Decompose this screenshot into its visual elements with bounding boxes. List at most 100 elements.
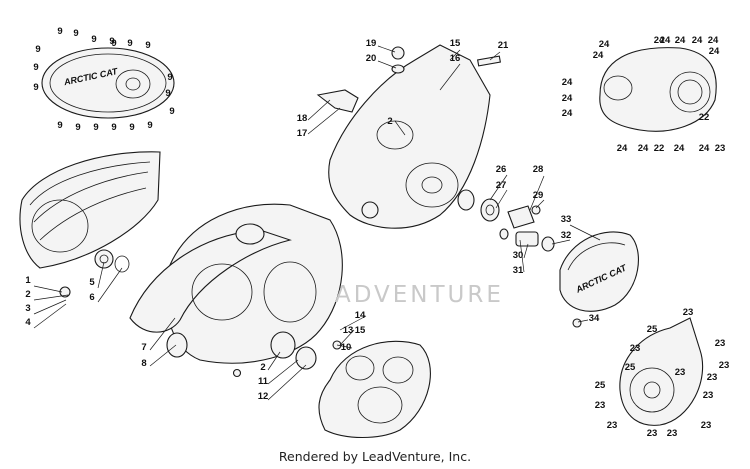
callout-1: 1 bbox=[25, 275, 31, 286]
callout-24: 24 bbox=[654, 35, 665, 46]
callout-9: 9 bbox=[167, 72, 172, 83]
callout-26: 26 bbox=[496, 164, 507, 175]
callout-23: 23 bbox=[715, 143, 726, 154]
callout-9: 9 bbox=[57, 120, 62, 131]
callout-9: 9 bbox=[33, 62, 38, 73]
callout-20: 20 bbox=[366, 53, 377, 64]
callout-23: 23 bbox=[683, 307, 694, 318]
leader-lines bbox=[33, 45, 601, 401]
callout-9: 9 bbox=[33, 82, 38, 93]
callout-29: 29 bbox=[533, 190, 544, 201]
callout-24: 24 bbox=[692, 35, 703, 46]
callout-9: 9 bbox=[93, 122, 98, 133]
callout-9: 9 bbox=[129, 122, 134, 133]
callout-15: 15 bbox=[355, 325, 366, 336]
callout-23: 23 bbox=[703, 390, 714, 401]
callout-12: 12 bbox=[258, 391, 269, 402]
callout-23: 23 bbox=[675, 367, 686, 378]
leader-line bbox=[449, 49, 461, 61]
leader-line bbox=[519, 239, 525, 273]
callout-16: 16 bbox=[450, 53, 461, 64]
callout-24: 24 bbox=[638, 143, 649, 154]
callout-9: 9 bbox=[145, 40, 150, 51]
leader-line bbox=[97, 261, 105, 289]
callout-9: 9 bbox=[147, 120, 152, 131]
leader-line bbox=[377, 45, 396, 53]
leader-line bbox=[495, 189, 508, 209]
callout-14: 14 bbox=[355, 310, 366, 321]
leader-line bbox=[33, 294, 69, 301]
stator-cover bbox=[619, 317, 704, 426]
leader-line bbox=[33, 299, 67, 315]
callout-23: 23 bbox=[647, 428, 658, 439]
callout-9: 9 bbox=[109, 36, 114, 47]
callout-31: 31 bbox=[513, 265, 524, 276]
bearing-stack bbox=[457, 189, 555, 252]
leader-line bbox=[33, 285, 63, 293]
leader-line bbox=[149, 317, 176, 351]
leader-line bbox=[267, 359, 299, 385]
leader-line bbox=[529, 175, 545, 211]
callout-24: 24 bbox=[675, 35, 686, 46]
callout-6: 6 bbox=[89, 292, 94, 303]
clutch-housing bbox=[129, 203, 343, 378]
callout-23: 23 bbox=[719, 360, 730, 371]
footer-credit: Rendered by LeadVenture, Inc. bbox=[278, 449, 472, 464]
watermark: ADVENTURE bbox=[0, 270, 750, 320]
callout-25: 25 bbox=[595, 380, 606, 391]
callout-2: 2 bbox=[260, 362, 265, 373]
callout-24: 24 bbox=[660, 35, 671, 46]
callout-27: 27 bbox=[496, 180, 507, 191]
callout-34: 34 bbox=[589, 313, 600, 324]
crankcase-cover bbox=[316, 44, 501, 229]
leader-line bbox=[551, 239, 571, 245]
callout-24: 24 bbox=[709, 46, 720, 57]
leader-line bbox=[149, 344, 177, 367]
callout-30: 30 bbox=[513, 250, 524, 261]
leader-line bbox=[439, 63, 461, 91]
callout-22: 22 bbox=[654, 143, 665, 154]
leader-line bbox=[307, 99, 331, 121]
callout-23: 23 bbox=[607, 420, 618, 431]
leader-line bbox=[535, 199, 545, 209]
callout-22: 22 bbox=[699, 112, 710, 123]
callout-24: 24 bbox=[562, 77, 573, 88]
clutch-outer-cover: ARCTIC CAT bbox=[41, 47, 175, 119]
callout-24: 24 bbox=[699, 143, 710, 154]
callout-23: 23 bbox=[701, 420, 712, 431]
callout-9: 9 bbox=[91, 34, 96, 45]
callout-24: 24 bbox=[599, 39, 610, 50]
cover-gasket bbox=[318, 340, 431, 438]
callout-23: 23 bbox=[707, 372, 718, 383]
leader-line bbox=[336, 344, 353, 349]
callout-9: 9 bbox=[169, 106, 174, 117]
clutch-cover bbox=[19, 151, 161, 298]
leader-line bbox=[577, 319, 589, 323]
callout-24: 24 bbox=[562, 108, 573, 119]
callout-21: 21 bbox=[498, 40, 509, 51]
callout-9: 9 bbox=[75, 122, 80, 133]
leader-line bbox=[307, 107, 341, 135]
leader-line bbox=[267, 364, 307, 401]
callout-24: 24 bbox=[708, 35, 719, 46]
callout-28: 28 bbox=[533, 164, 544, 175]
callout-17: 17 bbox=[297, 128, 308, 139]
callout-5: 5 bbox=[89, 277, 95, 288]
callout-9: 9 bbox=[127, 38, 132, 49]
alternator-cover bbox=[599, 47, 717, 132]
callout-9: 9 bbox=[73, 28, 78, 39]
callout-25: 25 bbox=[625, 362, 636, 373]
callout-24: 24 bbox=[562, 93, 573, 104]
callout-2: 2 bbox=[387, 116, 392, 127]
callout-4: 4 bbox=[25, 317, 31, 328]
callout-9: 9 bbox=[35, 44, 40, 55]
leader-line bbox=[339, 315, 367, 331]
callout-15: 15 bbox=[450, 38, 461, 49]
leader-line bbox=[489, 51, 501, 61]
callout-7: 7 bbox=[141, 342, 146, 353]
callout-23: 23 bbox=[667, 428, 678, 439]
callout-19: 19 bbox=[366, 38, 377, 49]
callout-24: 24 bbox=[617, 143, 628, 154]
